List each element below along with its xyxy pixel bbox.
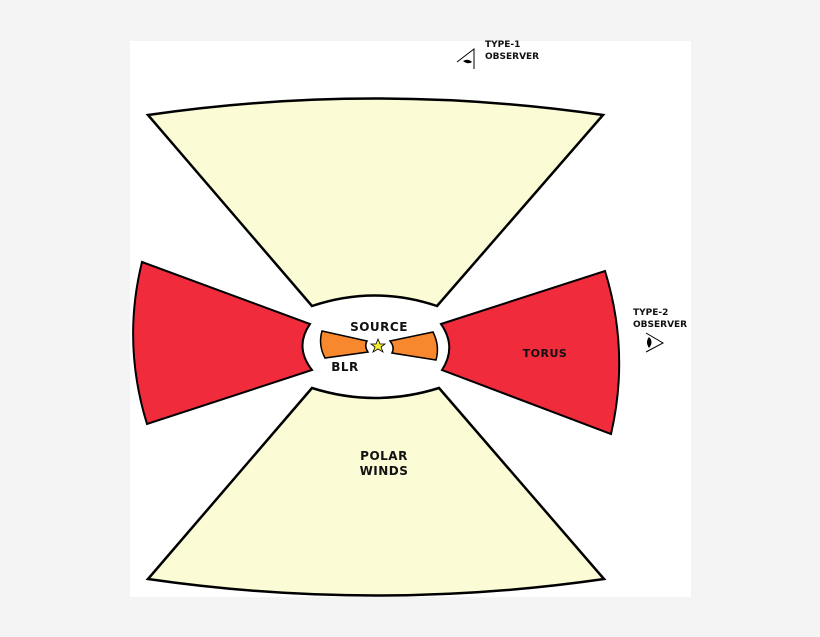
torus-left	[132, 260, 314, 426]
type2-observer: TYPE-2 OBSERVER	[633, 308, 687, 353]
torus-label: TORUS	[523, 347, 568, 360]
type1-observer-label-line1: TYPE-1	[485, 40, 520, 50]
blr-right	[388, 331, 439, 361]
type1-observer: TYPE-1 OBSERVER	[456, 40, 539, 69]
polar-winds-label-line2: WINDS	[360, 464, 409, 478]
eye-icon	[645, 332, 665, 353]
polar-wind-top	[145, 97, 606, 308]
polar-wind-bottom	[145, 386, 607, 597]
star-icon	[369, 337, 387, 353]
source-label: SOURCE	[350, 320, 408, 334]
type2-observer-label-line2: OBSERVER	[633, 320, 687, 330]
blr-left	[319, 330, 370, 359]
type1-observer-label-line2: OBSERVER	[485, 52, 539, 62]
polar-winds-label-line1: POLAR	[360, 449, 408, 463]
blr-label: BLR	[331, 360, 359, 374]
torus-right	[439, 269, 621, 436]
type2-observer-label-line1: TYPE-2	[633, 308, 668, 318]
eye-icon	[456, 47, 475, 69]
